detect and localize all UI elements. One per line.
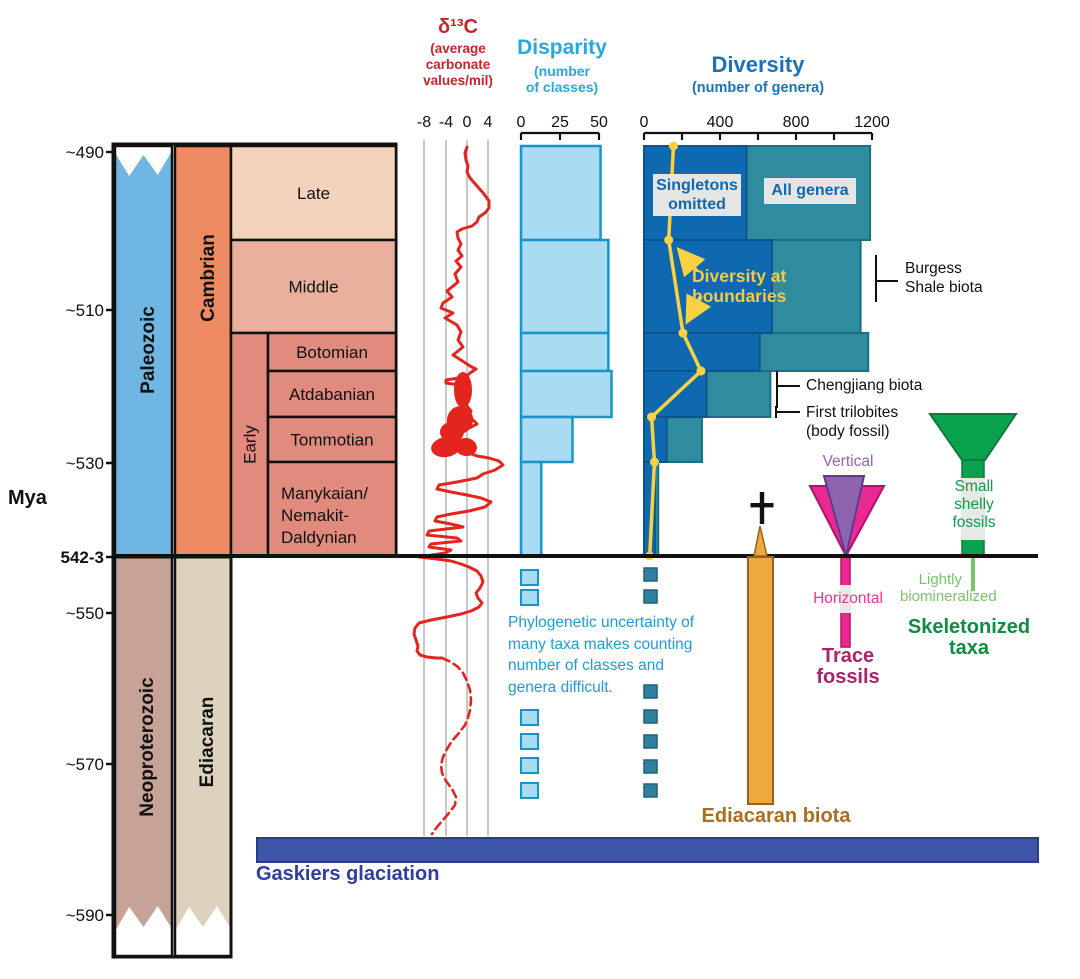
lightly-biomineralized-label-2: biomineralized <box>900 588 997 605</box>
svg-text:Late: Late <box>297 184 330 203</box>
svg-text:Early: Early <box>241 425 260 464</box>
burgess-shale-biota-label: Burgess Shale biota <box>905 260 983 296</box>
disparity-subtitle: (number of classes) <box>525 63 599 95</box>
svg-text:25: 25 <box>551 114 569 131</box>
c13-header: δ¹³C (average carbonate values/mil) <box>396 16 520 89</box>
svg-text:-8: -8 <box>417 114 431 131</box>
small-shelly-fossils-label: Small shelly fossils <box>952 478 996 531</box>
diversity-header: Diversity (number of genera) <box>638 52 878 96</box>
skeletonized-taxa-label: Skeletonized taxa <box>907 616 1031 659</box>
svg-text:Nemakit-: Nemakit- <box>281 506 349 525</box>
svg-text:50: 50 <box>590 114 608 131</box>
svg-text:~510: ~510 <box>66 301 104 320</box>
svg-text:Middle: Middle <box>288 278 338 297</box>
gaskiers-glaciation-label: Gaskiers glaciation <box>256 863 440 885</box>
svg-text:Paleozoic: Paleozoic <box>138 306 159 394</box>
chengjiang-biota-label: Chengjiang biota <box>806 377 923 394</box>
lightly-biomineralized-label-1: Lightly <box>918 571 962 588</box>
svg-text:4: 4 <box>484 114 493 131</box>
diversity-title: Diversity <box>711 52 805 77</box>
all-genera-label: All genera <box>764 178 856 204</box>
trace-fossils-label: Trace fossils <box>816 645 880 688</box>
ediacaran-biota-label: Ediacaran biota <box>701 805 851 827</box>
svg-text:Atdabanian: Atdabanian <box>289 385 375 404</box>
svg-text:Manykaian/: Manykaian/ <box>281 484 368 503</box>
vertical-trace-label: Vertical <box>822 453 874 470</box>
svg-text:542-3: 542-3 <box>61 548 104 567</box>
svg-text:~550: ~550 <box>66 604 104 623</box>
svg-text:1200: 1200 <box>854 114 890 131</box>
svg-text:Neoproterozoic: Neoproterozoic <box>137 677 158 817</box>
diversity-subtitle: (number of genera) <box>691 80 825 96</box>
svg-text:400: 400 <box>707 114 734 131</box>
svg-text:800: 800 <box>783 114 810 131</box>
svg-text:0: 0 <box>640 114 649 131</box>
svg-text:Ediacaran: Ediacaran <box>197 697 218 788</box>
disparity-header: Disparity (number of classes) <box>498 36 626 95</box>
svg-text:0: 0 <box>517 114 526 131</box>
diversity-at-boundaries-label: Diversity at boundaries <box>692 266 787 306</box>
svg-text:Cambrian: Cambrian <box>198 234 219 322</box>
disparity-title: Disparity <box>517 36 607 59</box>
svg-text:Tommotian: Tommotian <box>290 431 373 450</box>
svg-text:Botomian: Botomian <box>296 343 368 362</box>
phylogenetic-uncertainty-note: Phylogenetic uncertainty of many taxa ma… <box>508 614 695 696</box>
singletons-omitted-label: Singletons omitted <box>653 174 741 216</box>
first-trilobites-label: First trilobites (body fossil) <box>806 404 899 440</box>
c13-title: δ¹³C <box>438 16 478 38</box>
horizontal-trace-label: Horizontal <box>813 590 883 607</box>
svg-text:-4: -4 <box>439 114 453 131</box>
svg-text:~530: ~530 <box>66 454 104 473</box>
svg-text:~570: ~570 <box>66 755 104 774</box>
c13-subtitle: (average carbonate values/mil) <box>423 41 493 88</box>
mya-axis-label: Mya <box>8 487 47 509</box>
svg-text:~590: ~590 <box>66 906 104 925</box>
svg-text:Daldynian: Daldynian <box>281 528 357 547</box>
svg-text:~490: ~490 <box>66 143 104 162</box>
svg-text:0: 0 <box>463 114 472 131</box>
